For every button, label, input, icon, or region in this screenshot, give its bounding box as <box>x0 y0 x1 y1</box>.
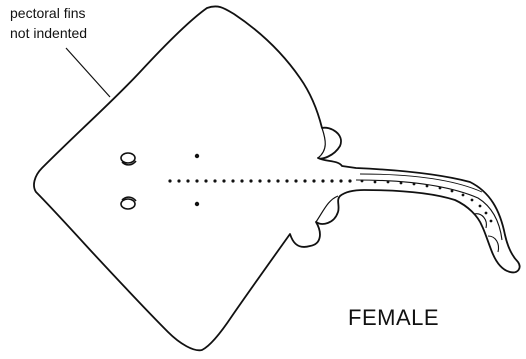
callout-leader-line <box>66 48 110 97</box>
thorn-dot <box>490 220 493 223</box>
callout-line-1: pectoral fins <box>10 5 85 21</box>
thorn-dot <box>195 179 198 182</box>
scapular-thorn-lower <box>195 202 199 206</box>
thorn-dot <box>186 179 189 182</box>
thorn-dot <box>177 179 180 182</box>
left-eye-icon <box>121 153 136 165</box>
thorn-dot <box>168 179 171 182</box>
thorn-dot <box>267 179 270 182</box>
thorn-dot <box>213 179 216 182</box>
disc-outline <box>34 6 520 350</box>
thorn-dot <box>231 179 234 182</box>
thorn-dot <box>426 185 429 188</box>
thorn-dot <box>258 179 261 182</box>
thorn-dot <box>285 179 288 182</box>
thorn-dot <box>485 212 488 215</box>
thorn-dot <box>339 179 342 182</box>
thorn-dot <box>240 179 243 182</box>
pelvic-fin-upper <box>318 128 325 158</box>
thorn-dot <box>348 179 351 182</box>
thorn-dot <box>374 181 377 184</box>
thorn-dot <box>462 194 465 197</box>
callout-line-2: not indented <box>10 25 87 41</box>
thorn-dot <box>249 179 252 182</box>
right-eye-icon <box>121 197 136 209</box>
thorn-dot <box>294 179 297 182</box>
thorn-dot <box>479 205 482 208</box>
thorn-dot <box>312 179 315 182</box>
thorn-dot <box>400 182 403 185</box>
thorn-dot <box>222 179 225 182</box>
thorn-dot <box>276 179 279 182</box>
thorn-dot <box>387 181 390 184</box>
thorn-dot <box>471 199 474 202</box>
thorn-dot <box>361 180 364 183</box>
scapular-thorn-upper <box>195 154 199 158</box>
thorn-dot <box>330 179 333 182</box>
thorn-dot <box>439 187 442 190</box>
thorn-dot <box>204 179 207 182</box>
thorn-dot <box>321 179 324 182</box>
thorn-dot <box>413 183 416 186</box>
thorn-dot <box>451 190 454 193</box>
sex-label: FEMALE <box>348 305 439 330</box>
thorn-dot <box>303 179 306 182</box>
